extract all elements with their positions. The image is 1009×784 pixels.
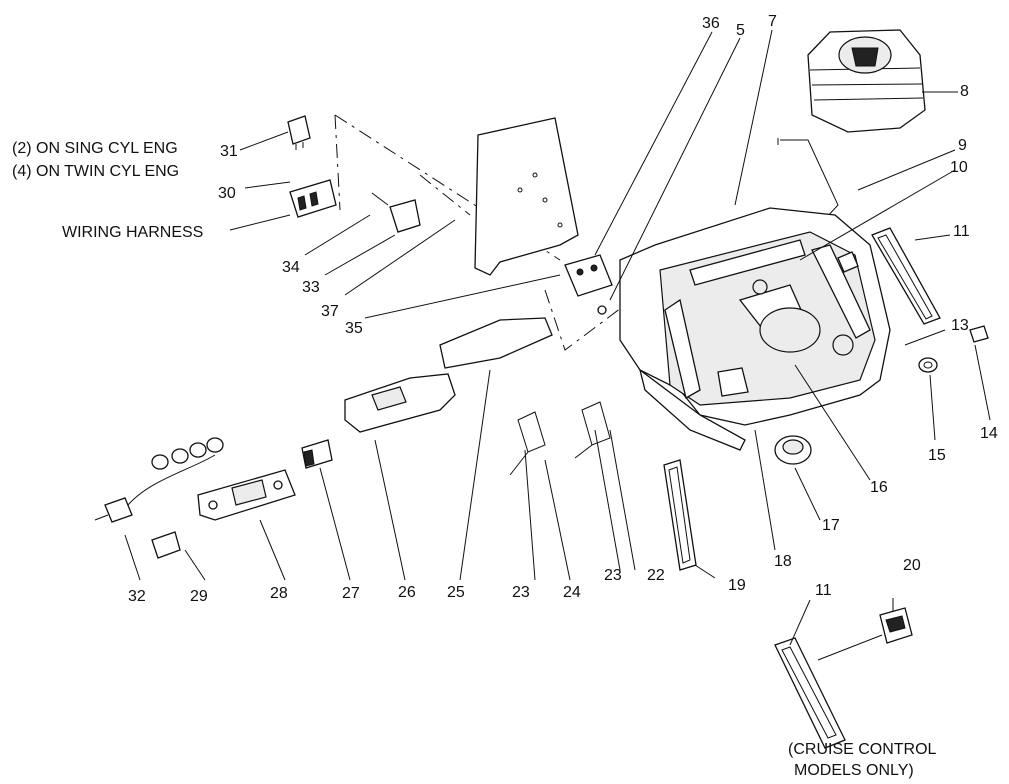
callout-26: 26: [398, 584, 416, 601]
callout-7: 7: [768, 13, 777, 30]
part-11-trim-strip: [871, 227, 941, 325]
callout-35: 35: [345, 320, 363, 337]
callout-10: 10: [950, 159, 968, 176]
callout-28: 28: [270, 585, 288, 602]
part-17-knob: [774, 435, 812, 465]
note-sing-cyl: (2) ON SING CYL ENG: [12, 140, 178, 157]
callout-27: 27: [342, 585, 360, 602]
callout-25: 25: [447, 584, 465, 601]
part-7-console: [619, 207, 891, 451]
part-mounting-plate: [474, 117, 579, 276]
part-33-relay: [371, 192, 421, 233]
callout-11-top: 11: [953, 223, 970, 240]
note-wiring-harness: WIRING HARNESS: [62, 224, 203, 241]
part-15-nut: [918, 357, 938, 373]
callout-9: 9: [958, 137, 967, 154]
callout-29: 29: [190, 588, 208, 605]
callout-8: 8: [960, 83, 969, 100]
callout-20: 20: [903, 557, 921, 574]
callout-13: 13: [951, 317, 969, 334]
part-31-relay: [287, 115, 311, 150]
callout-23-right: 23: [604, 567, 622, 584]
note-cruise-line2: MODELS ONLY): [794, 762, 914, 779]
callout-5: 5: [736, 22, 745, 39]
part-27-switch: [301, 439, 333, 469]
part-19-trim-strip: [663, 459, 697, 571]
callout-33: 33: [302, 279, 320, 296]
callout-36: 36: [702, 15, 720, 32]
callout-31: 31: [220, 143, 238, 160]
callout-24: 24: [563, 584, 581, 601]
part-30-block: [289, 179, 337, 218]
part-9-rod: [777, 138, 839, 219]
callout-16: 16: [870, 479, 888, 496]
part-10-knob: [837, 251, 859, 273]
part-26-housing: [344, 373, 456, 433]
callout-19: 19: [728, 577, 746, 594]
part-25-cover: [439, 317, 553, 369]
leader-lines: [124, 29, 991, 661]
part-36-bracket: [564, 254, 613, 315]
note-twin-cyl: (4) ON TWIN CYL ENG: [12, 163, 179, 180]
part-20-cruise-switch: [879, 607, 913, 644]
callout-23-left: 23: [512, 584, 530, 601]
part-22-24-linkage: [509, 401, 611, 476]
callout-14: 14: [980, 425, 998, 442]
callout-34: 34: [282, 259, 300, 276]
part-28-panel: [197, 469, 296, 521]
part-32-harness: [94, 437, 224, 523]
part-14-cap: [969, 325, 989, 343]
part-29-clip: [151, 531, 181, 559]
callout-17: 17: [822, 517, 840, 534]
callout-30: 30: [218, 185, 236, 202]
callout-37: 37: [321, 303, 339, 320]
part-8-boot: [807, 29, 926, 133]
callout-18: 18: [774, 553, 792, 570]
part-11-cruise-trim: [774, 637, 846, 749]
note-cruise-line1: (CRUISE CONTROL: [788, 741, 937, 758]
callout-15: 15: [928, 447, 946, 464]
callout-22: 22: [647, 567, 665, 584]
callout-32: 32: [128, 588, 146, 605]
callout-11-bottom: 11: [815, 582, 832, 599]
